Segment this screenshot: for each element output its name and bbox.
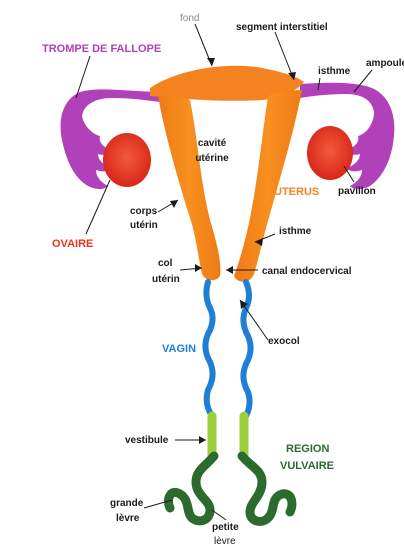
vagina-right-wall xyxy=(243,282,250,416)
label-canal-endocervical: canal endocervical xyxy=(262,266,352,277)
arrowhead-canal xyxy=(226,266,233,274)
label-trompe-de-fallope: TROMPE DE FALLOPE xyxy=(42,43,161,55)
label-vulvaire: VULVAIRE xyxy=(280,460,334,472)
label-ampoule: ampoule xyxy=(366,58,404,69)
vagina-left-wall xyxy=(205,282,212,416)
label-grande: grande xyxy=(110,498,144,509)
label-corps: corps xyxy=(130,206,158,217)
label-uterus: UTERUS xyxy=(274,186,319,198)
label-uterin: utérin xyxy=(130,220,158,231)
label-region: REGION xyxy=(286,443,329,455)
label-petite: petite xyxy=(212,522,239,533)
label-fond: fond xyxy=(180,13,199,24)
label-uterine: utérine xyxy=(195,153,229,164)
left-ovary xyxy=(103,133,151,187)
label-ovaire: OVAIRE xyxy=(52,238,93,250)
label-vagin: VAGIN xyxy=(162,343,196,355)
label-exocol: exocol xyxy=(268,336,300,347)
right-ovary xyxy=(307,126,353,180)
label-levre: lèvre xyxy=(116,513,140,524)
leader-petite xyxy=(212,510,226,520)
label-isthme-trompe: isthme xyxy=(318,66,351,77)
label-cavite: cavité xyxy=(198,138,227,149)
label-vestibule: vestibule xyxy=(125,435,169,446)
vulva-left xyxy=(168,456,214,521)
label-uterin-2: utérin xyxy=(152,274,180,285)
arrowhead-vestibule xyxy=(199,436,206,444)
label-segment-interstitiel: segment interstitiel xyxy=(236,22,328,33)
label-levre-2: lèvre xyxy=(214,536,236,547)
label-col: col xyxy=(158,258,173,269)
label-pavillon: pavillon xyxy=(338,186,376,197)
label-isthme-uterus: isthme xyxy=(279,226,312,237)
uterus-left-wall xyxy=(158,95,220,280)
